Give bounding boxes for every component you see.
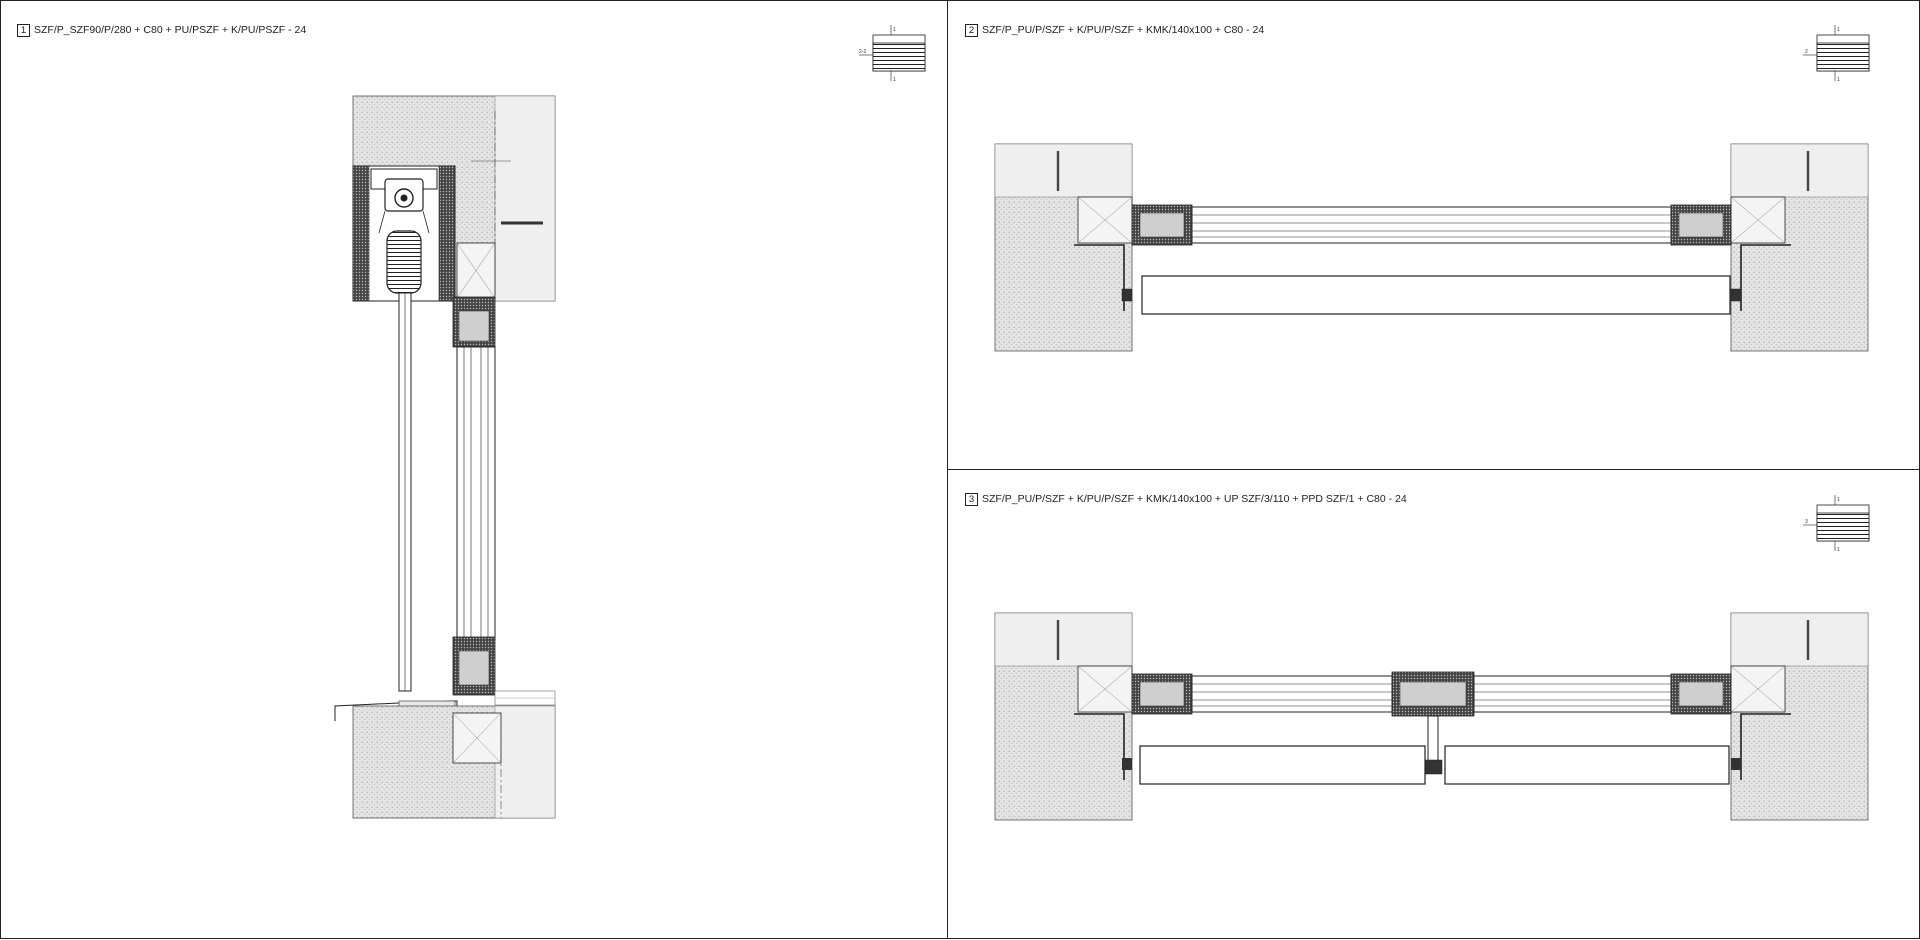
rolled-curtain	[386, 230, 422, 294]
detail-title-2: 2 SZF/P_PU/P/SZF + K/PU/P/SZF + KMK/140x…	[965, 23, 1264, 37]
key-label-side-2: 2	[1805, 49, 1808, 55]
axle-icon	[400, 194, 408, 202]
lintel-insulation	[494, 95, 556, 302]
horizontal-section-drawing-2	[994, 143, 1869, 352]
detail-panel-2: 2 SZF/P_PU/P/SZF + K/PU/P/SZF + KMK/140x…	[947, 0, 1920, 470]
detail-label-2: SZF/P_PU/P/SZF + K/PU/P/SZF + KMK/140x10…	[982, 24, 1265, 36]
key-label-bottom-1: 1	[893, 77, 896, 83]
glazing-unit-2	[1191, 206, 1672, 244]
detail-panel-3: 3 SZF/P_PU/P/SZF + K/PU/P/SZF + KMK/140x…	[947, 469, 1920, 939]
key-label-top-3: 1	[1837, 497, 1840, 503]
detail-number-1: 1	[17, 23, 30, 37]
key-label-top-2: 1	[1837, 27, 1840, 33]
key-label-bottom-3: 1	[1837, 547, 1840, 553]
section-key-icon-3: 1 3 1	[1803, 495, 1870, 553]
glazing-unit	[456, 346, 496, 640]
detail-title-1: 1 SZF/P_SZF90/P/280 + C80 + PU/PSZF + K/…	[17, 23, 306, 37]
key-label-top-1: 1	[893, 27, 896, 33]
detail-number-3: 3	[965, 492, 978, 506]
shutter-curtain-left	[1139, 745, 1426, 785]
section-key-icon-2: 1 2 1	[1803, 25, 1870, 83]
detail-number-2: 2	[965, 23, 978, 37]
box-insulation-right	[438, 165, 456, 302]
detail-label-3: SZF/P_PU/P/SZF + K/PU/P/SZF + KMK/140x10…	[982, 493, 1407, 505]
glazing-unit-left	[1191, 675, 1393, 713]
detail-label-1: SZF/P_SZF90/P/280 + C80 + PU/PSZF + K/PU…	[34, 24, 307, 36]
key-label-bottom-2: 1	[1837, 77, 1840, 83]
shutter-curtain-2	[1141, 275, 1731, 315]
detail-title-3: 3 SZF/P_PU/P/SZF + K/PU/P/SZF + KMK/140x…	[965, 492, 1407, 506]
vertical-section-drawing	[334, 95, 556, 819]
glazing-unit-right	[1473, 675, 1672, 713]
detail-panel-1: 1 SZF/P_SZF90/P/280 + C80 + PU/PSZF + K/…	[0, 0, 948, 939]
box-insulation-left	[352, 165, 370, 302]
shutter-curtain-right	[1444, 745, 1730, 785]
key-label-side-3: 3	[1805, 519, 1808, 525]
center-guide-post	[1427, 715, 1439, 767]
horizontal-section-drawing-3	[994, 612, 1869, 821]
section-key-icon-1: 1 2-2 1	[859, 25, 926, 83]
key-label-side-1: 2-2	[859, 49, 866, 55]
